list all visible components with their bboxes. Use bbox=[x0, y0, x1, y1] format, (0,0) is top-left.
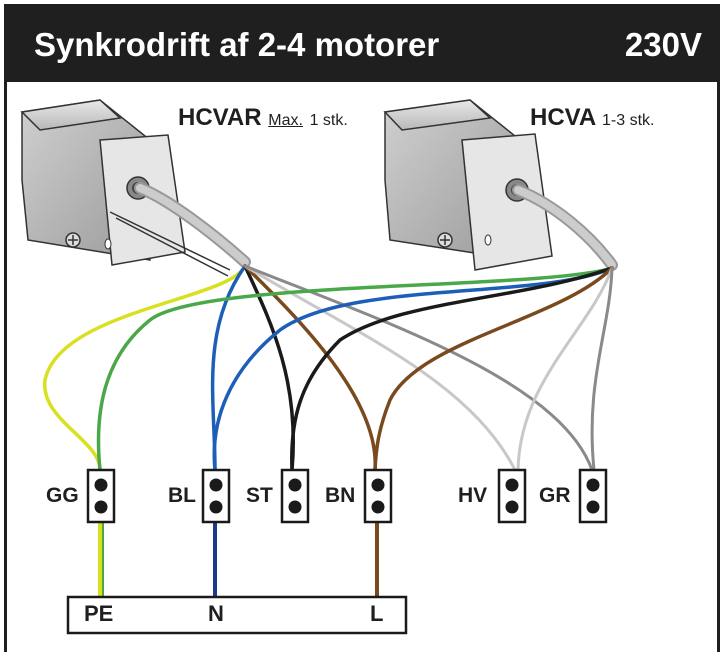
terminal-gg bbox=[86, 468, 116, 524]
header-bar: Synkrodrift af 2-4 motorer 230V bbox=[4, 4, 720, 82]
terminal-bl bbox=[201, 468, 231, 524]
power-block bbox=[66, 595, 408, 635]
terminal-hv bbox=[497, 468, 527, 524]
diagram-frame bbox=[4, 82, 720, 652]
wires-mains bbox=[98, 522, 379, 598]
power-label-n: N bbox=[208, 601, 224, 626]
terminal-label-st: ST bbox=[246, 484, 273, 507]
motor-name-hcva: HCVA bbox=[530, 104, 596, 131]
voltage-label: 230V bbox=[624, 26, 702, 63]
motor-hcva bbox=[383, 99, 618, 271]
motor-qty-prefix-hcvar: Max. bbox=[268, 112, 303, 129]
motor-label-hcvar: HCVAR Max. 1 stk. bbox=[178, 104, 348, 132]
page-title: Synkrodrift af 2-4 motorer bbox=[34, 26, 440, 63]
terminal-gr bbox=[578, 468, 608, 524]
terminal-bn bbox=[363, 468, 393, 524]
terminal-label-bl: BL bbox=[168, 484, 196, 507]
terminal-label-gg: GG bbox=[46, 484, 79, 507]
motor-name-hcvar: HCVAR bbox=[178, 104, 262, 131]
terminal-label-gr: GR bbox=[539, 484, 571, 507]
terminal-label-bn: BN bbox=[325, 484, 356, 507]
motor-hcvar bbox=[20, 99, 251, 277]
terminal-label-hv: HV bbox=[458, 484, 488, 507]
motor-label-hcva: HCVA 1-3 stk. bbox=[530, 104, 654, 132]
motor-qty-hcvar: 1 stk. bbox=[309, 112, 348, 129]
power-label-l: L bbox=[370, 601, 384, 626]
power-label-pe: PE bbox=[84, 601, 114, 626]
terminal-st bbox=[280, 468, 310, 524]
wires-hcva bbox=[96, 266, 614, 472]
motor-qty-hcva: 1-3 stk. bbox=[602, 112, 655, 129]
